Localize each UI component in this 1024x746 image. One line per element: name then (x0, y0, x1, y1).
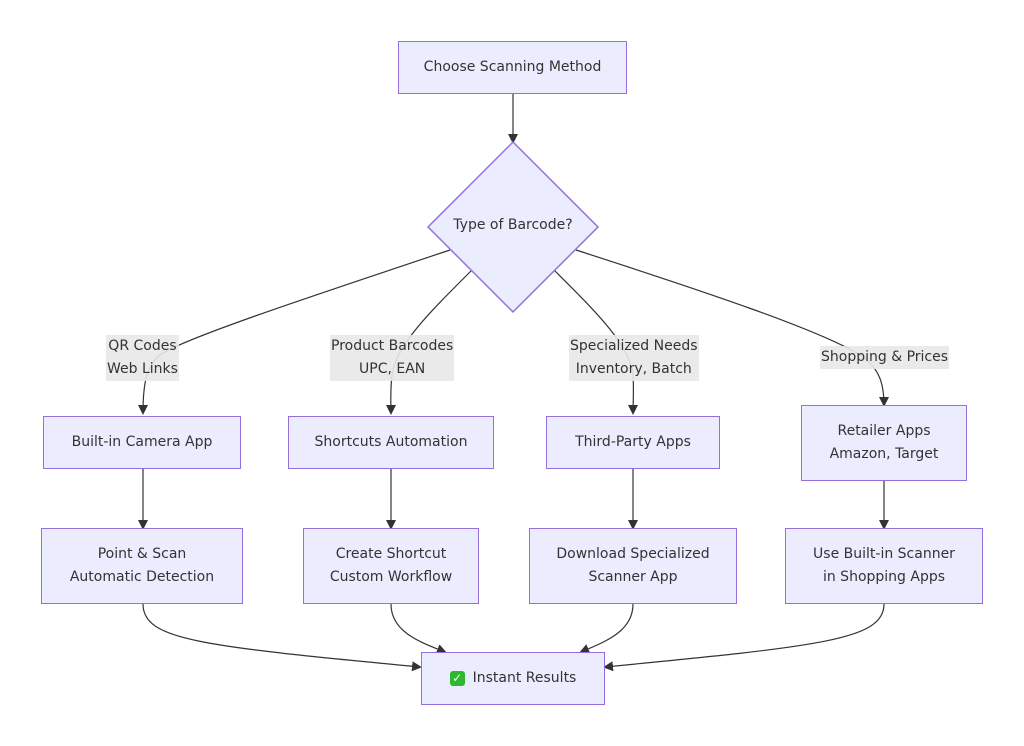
decision-diamond (426, 140, 600, 314)
node-choose-scanning-method: Choose Scanning Method (398, 41, 627, 94)
decision-label: Type of Barcode? (453, 217, 573, 233)
edge-download-to-results (579, 603, 634, 654)
node-label-line: Use Built-in Scanner (813, 546, 955, 562)
edge-label-shopping-prices: Shopping & Prices (820, 346, 950, 369)
node-create-shortcut: Create Shortcut Custom Workflow (303, 528, 479, 604)
edge-create-to-results (390, 603, 447, 654)
node-third-party-apps: Third-Party Apps (546, 416, 720, 469)
edge-label-product-barcodes: Product Barcodes UPC, EAN (330, 335, 455, 381)
node-label-line: Amazon, Target (829, 446, 939, 462)
node-label: Shortcuts Automation (314, 434, 468, 450)
edge-point-to-results (142, 603, 422, 672)
node-label-line: Scanner App (588, 569, 678, 585)
node-shortcuts-automation: Shortcuts Automation (288, 416, 494, 469)
edge-scanner-to-results (603, 603, 885, 672)
node-label-line: Point & Scan (97, 546, 187, 562)
edge-label-line: QR Codes (108, 338, 177, 354)
edge-decision-to-camera (138, 249, 451, 415)
edge-label-line: Product Barcodes (331, 338, 454, 354)
decision-type-of-barcode: Type of Barcode? (428, 213, 598, 237)
node-label-line: in Shopping Apps (822, 569, 946, 585)
edge-label-line: Web Links (107, 361, 178, 377)
edge-label-qr-codes: QR Codes Web Links (106, 335, 179, 381)
node-label-line: Automatic Detection (69, 569, 215, 585)
node-use-built-in-scanner: Use Built-in Scanner in Shopping Apps (785, 528, 983, 604)
node-label: Third-Party Apps (575, 434, 691, 450)
edge-label-line: Inventory, Batch (575, 361, 692, 377)
node-download-specialized: Download Specialized Scanner App (529, 528, 737, 604)
edge-label-specialized-needs: Specialized Needs Inventory, Batch (569, 335, 699, 381)
node-instant-results: ✓ Instant Results (421, 652, 605, 705)
edge-label-line: UPC, EAN (359, 361, 426, 377)
edge-decision-to-retailer (575, 249, 889, 407)
check-mark-icon: ✓ (449, 671, 465, 686)
node-label-line: Download Specialized (556, 546, 710, 562)
node-label-line: Retailer Apps (837, 423, 931, 439)
node-retailer-apps: Retailer Apps Amazon, Target (801, 405, 967, 481)
node-point-and-scan: Point & Scan Automatic Detection (41, 528, 243, 604)
node-label-line: Create Shortcut (335, 546, 447, 562)
node-label: Instant Results (472, 670, 577, 686)
node-label: Choose Scanning Method (423, 59, 602, 75)
node-built-in-camera-app: Built-in Camera App (43, 416, 241, 469)
edge-label-line: Specialized Needs (570, 338, 698, 354)
node-label-line: Custom Workflow (329, 569, 453, 585)
node-label: Built-in Camera App (71, 434, 213, 450)
edge-label-line: Shopping & Prices (821, 349, 949, 365)
